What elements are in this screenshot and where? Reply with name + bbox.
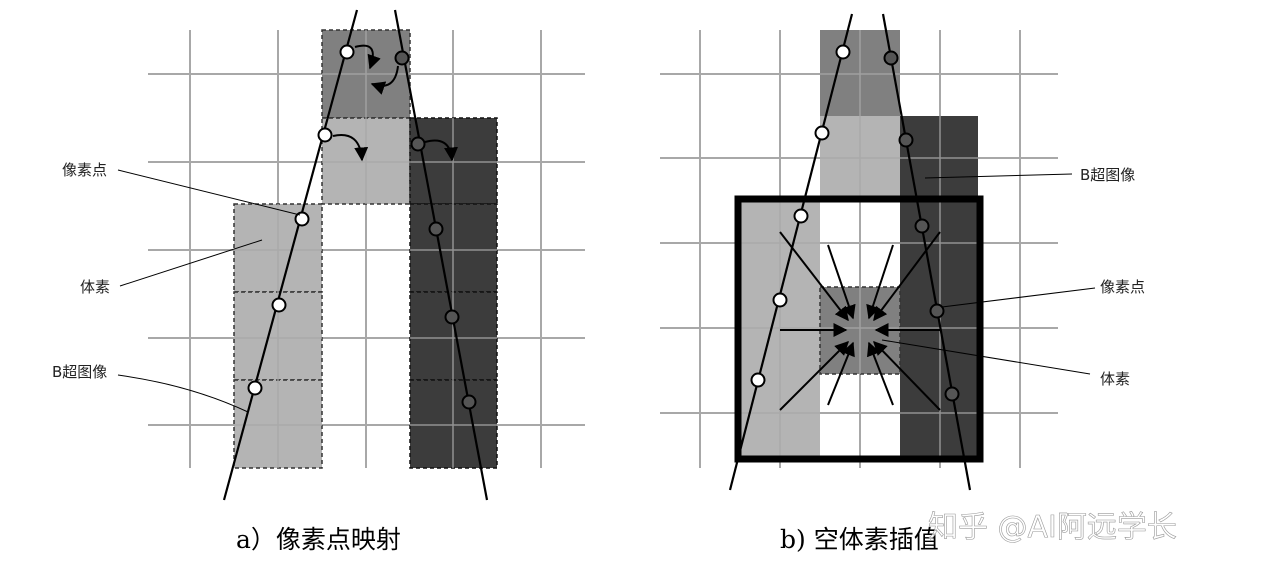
pixel-point <box>271 297 287 313</box>
interpolation-arrow <box>867 341 894 406</box>
caption-a: a）像素点映射 <box>236 525 401 554</box>
caption-b: b) 空体素插值 <box>780 525 939 554</box>
panel-b: B超图像 像素点 体素 b) 空体素插值 <box>660 13 1145 554</box>
interpolation-arrow <box>779 341 849 411</box>
bscan-line-left <box>728 13 854 491</box>
pixel-point <box>914 218 930 234</box>
mapping-arrow <box>332 134 369 162</box>
bscan-line-right <box>881 13 972 491</box>
pixel-point <box>883 50 899 66</box>
mapping-arrows-a <box>332 44 458 162</box>
pixel-point <box>428 221 444 237</box>
pixel-point <box>247 380 263 396</box>
pixel-point <box>944 386 960 402</box>
label-voxel-a: 体素 <box>80 278 110 296</box>
label-bscan-b: B超图像 <box>1080 166 1135 184</box>
interpolation-arrow <box>866 244 894 320</box>
pixel-point <box>814 125 830 141</box>
pixel-point <box>772 292 788 308</box>
bscan-lines-a <box>222 9 489 501</box>
pixel-points-b <box>750 44 960 402</box>
pixel-point <box>898 132 914 148</box>
pixel-point <box>793 208 809 224</box>
label-voxel-b: 体素 <box>1100 370 1130 388</box>
pixel-point <box>461 394 477 410</box>
bscan-lines-b <box>728 13 972 491</box>
interpolation-arrow <box>827 341 855 406</box>
pixel-point <box>444 309 460 325</box>
watermark: 知乎 @AI阿远学长 <box>928 510 1177 545</box>
mapping-arrow <box>424 139 458 162</box>
pixel-point <box>294 211 310 227</box>
neighborhood-box <box>734 195 984 463</box>
pixel-point <box>317 127 333 143</box>
interpolation-arrow <box>873 340 941 411</box>
panel-a: 像素点 体素 B超图像 a）像素点映射 <box>52 9 585 554</box>
pixel-point <box>750 372 766 388</box>
leaders-b <box>881 173 1096 375</box>
pixel-point <box>339 44 355 60</box>
mapping-arrow <box>354 44 381 70</box>
bscan-line-left <box>222 9 359 501</box>
interpolation-arrow <box>873 231 941 322</box>
label-pixel-a: 像素点 <box>62 161 107 179</box>
interpolation-arrow <box>779 231 849 322</box>
mapping-arrow <box>370 65 399 95</box>
pixel-point <box>929 303 945 319</box>
pixel-points-a <box>247 44 477 410</box>
pixel-point <box>410 136 426 152</box>
pixel-point <box>835 44 851 60</box>
label-bscan-a: B超图像 <box>52 363 107 381</box>
bscan-line-right <box>393 9 489 501</box>
interpolation-arrows-b <box>779 231 941 411</box>
pixel-point <box>394 50 410 66</box>
label-pixel-b: 像素点 <box>1100 278 1145 296</box>
leaders-a <box>117 169 301 413</box>
interpolation-arrow <box>827 244 856 320</box>
